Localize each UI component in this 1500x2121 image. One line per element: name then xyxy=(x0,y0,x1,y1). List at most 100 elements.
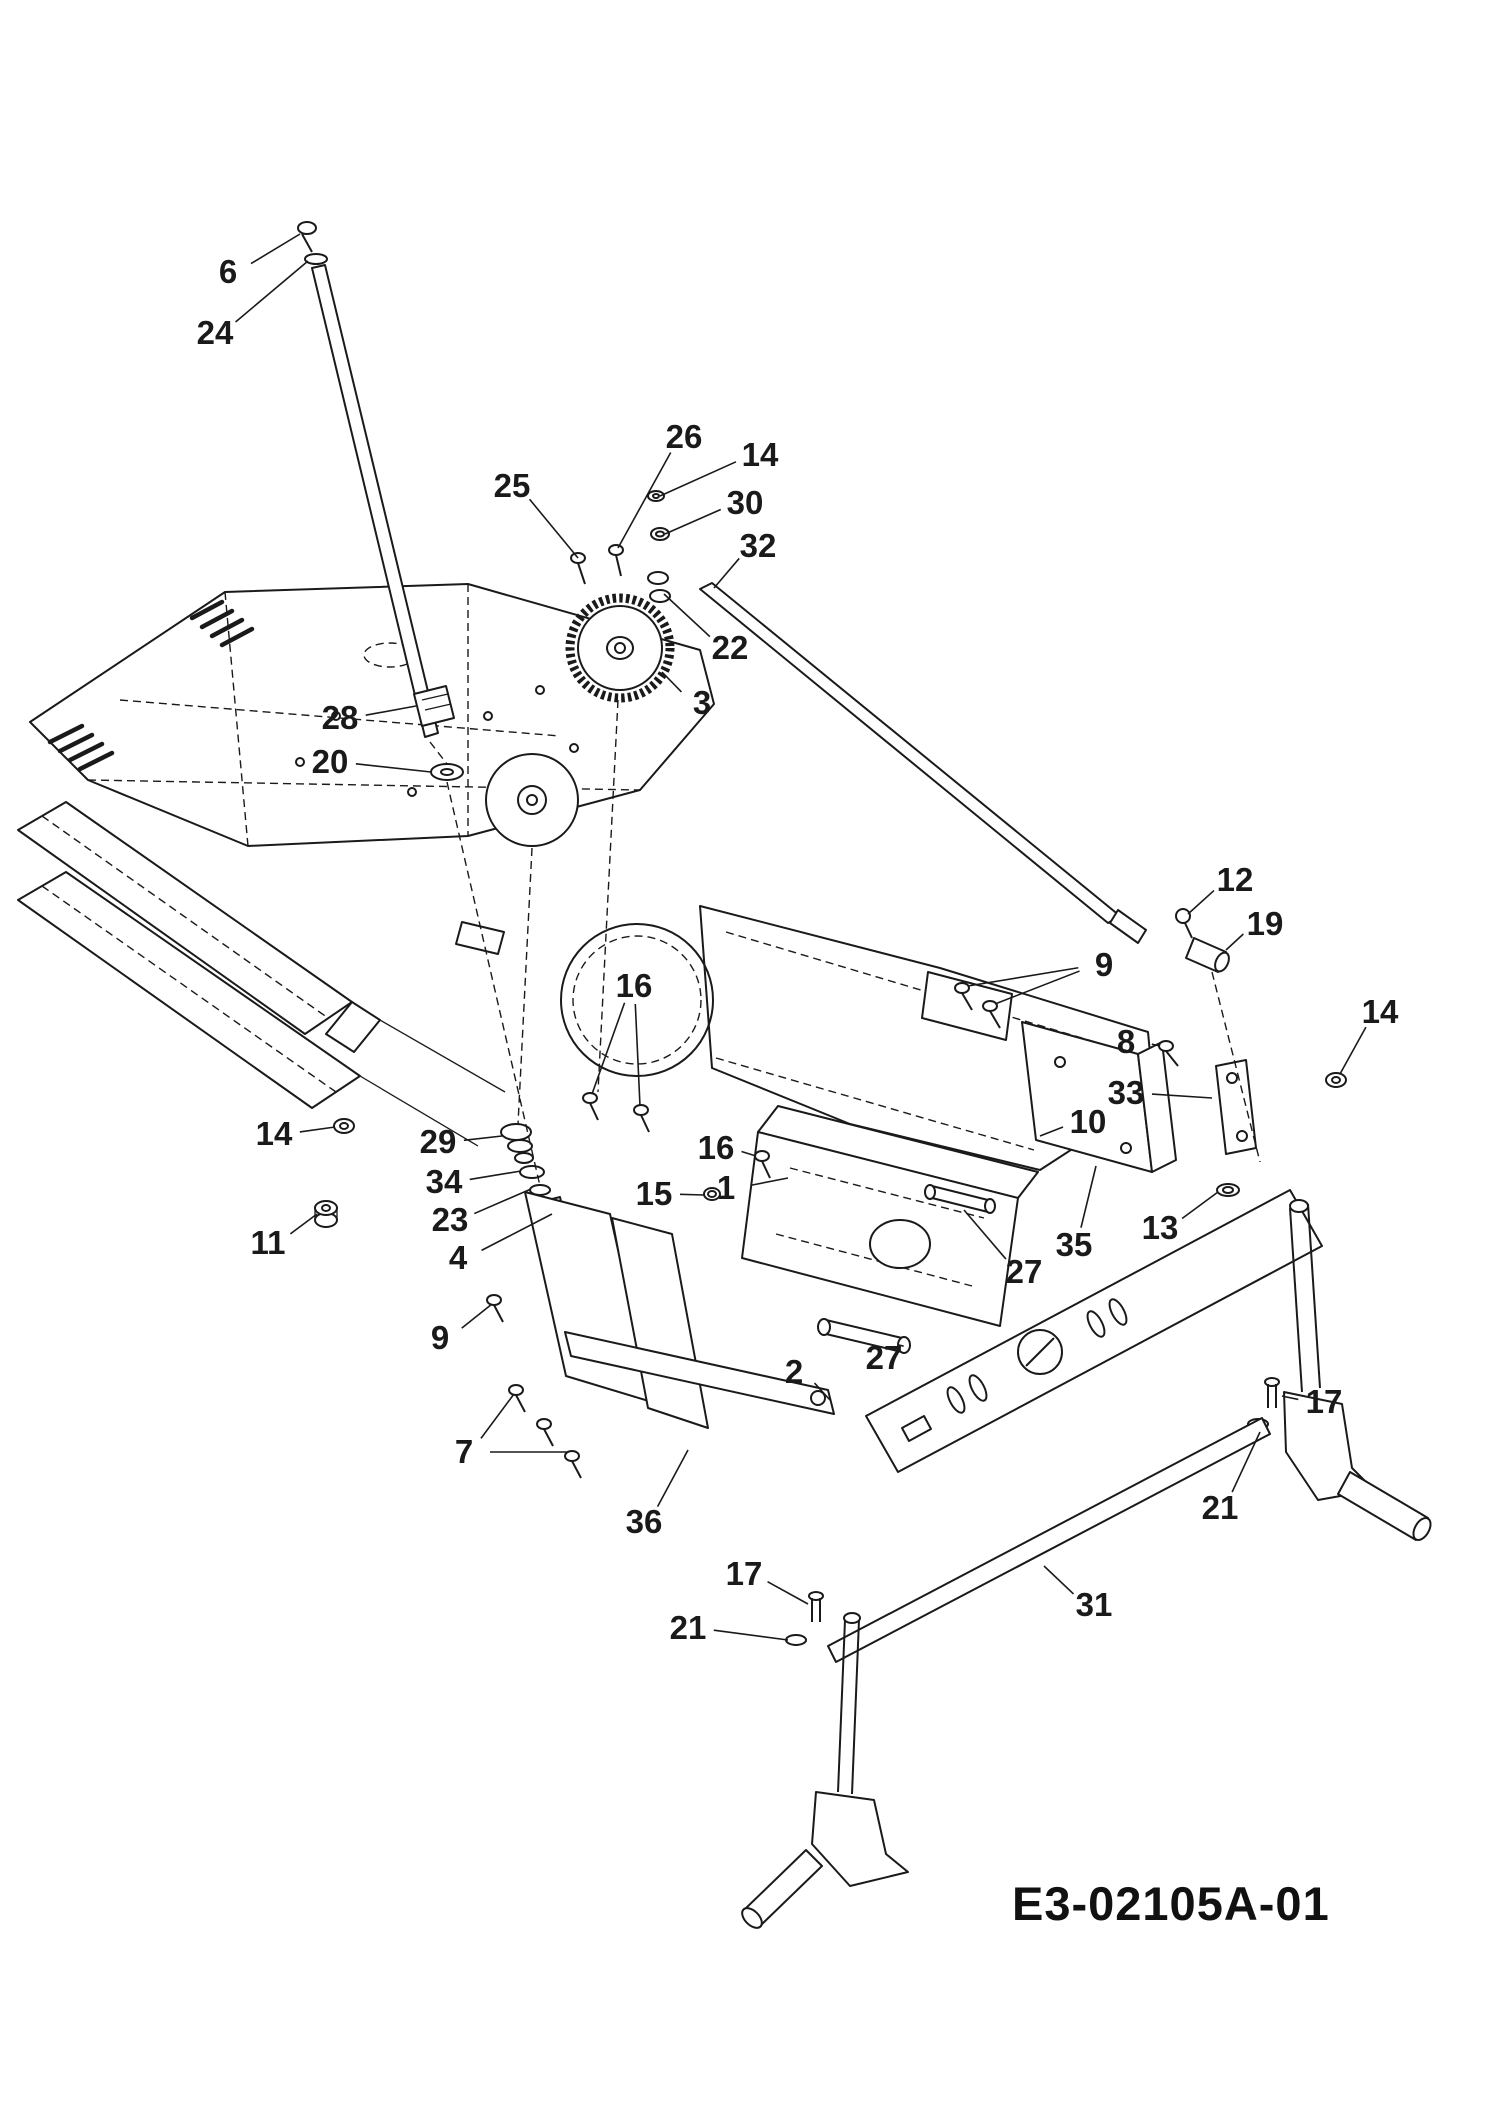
leader-line-9 xyxy=(994,970,1080,1005)
leader-line-3 xyxy=(661,671,683,693)
washer-34 xyxy=(519,1165,545,1179)
callout-14: 14 xyxy=(742,436,779,473)
bolt-7b xyxy=(536,1418,552,1430)
leader-line-8 xyxy=(1151,1043,1161,1047)
callout-13: 13 xyxy=(1142,1209,1179,1246)
callout-14: 14 xyxy=(256,1115,293,1152)
bolt-16b xyxy=(633,1104,649,1116)
callout-16: 16 xyxy=(698,1129,735,1166)
leader-line-13 xyxy=(1181,1191,1219,1220)
callout-3: 3 xyxy=(693,684,711,721)
bolt-9a xyxy=(954,982,970,994)
leader-line-32 xyxy=(713,557,740,589)
construction-lines xyxy=(429,699,1261,1187)
callout-12: 12 xyxy=(1217,861,1254,898)
diagram-id: E3-02105A-01 xyxy=(1012,1877,1330,1930)
callout-1: 1 xyxy=(717,1169,735,1206)
callout-35: 35 xyxy=(1056,1226,1093,1263)
washer-14-top xyxy=(647,490,665,502)
callout-29: 29 xyxy=(420,1123,457,1160)
callout-30: 30 xyxy=(727,484,764,521)
leader-line-19 xyxy=(1225,933,1244,951)
housing-hole xyxy=(869,1219,931,1269)
leader-line-20 xyxy=(355,762,432,773)
leader-line-17 xyxy=(1281,1395,1299,1401)
bolt-7a xyxy=(508,1384,524,1396)
leader-line-10 xyxy=(1039,1126,1064,1137)
leader-line-17 xyxy=(767,1580,809,1605)
callout-36: 36 xyxy=(626,1503,663,1540)
deck-frame-group xyxy=(17,583,1155,1171)
callout-7: 7 xyxy=(455,1433,473,1470)
callout-25: 25 xyxy=(494,467,531,504)
washer-21-bottom xyxy=(785,1634,807,1646)
leader-line-36 xyxy=(656,1449,689,1508)
leader-line-11 xyxy=(289,1213,318,1235)
callout-32: 32 xyxy=(740,527,777,564)
callout-9: 9 xyxy=(431,1319,449,1356)
leader-line-30 xyxy=(664,508,722,535)
steering-arm-33 xyxy=(1215,1059,1257,1155)
ball-stud-12 xyxy=(1175,908,1191,924)
bolt-6 xyxy=(297,221,317,235)
leader-line-15 xyxy=(679,1193,705,1196)
leader-line-9 xyxy=(461,1303,493,1329)
leader-line-14 xyxy=(299,1126,336,1133)
callout-10: 10 xyxy=(1070,1103,1107,1140)
pin-27-lower xyxy=(817,1318,831,1336)
pulley xyxy=(485,753,579,847)
washer-20 xyxy=(430,763,464,781)
bolt-8 xyxy=(1158,1040,1174,1052)
nut-15 xyxy=(703,1187,721,1201)
callout-19: 19 xyxy=(1247,905,1284,942)
leader-line-16 xyxy=(741,1150,757,1157)
leader-line-6 xyxy=(250,233,301,265)
callout-20: 20 xyxy=(312,743,349,780)
deck-outline xyxy=(29,583,715,847)
callout-6: 6 xyxy=(219,253,237,290)
drag-link-32 xyxy=(699,582,1121,924)
callout-17: 17 xyxy=(726,1555,763,1592)
steering-column-group xyxy=(297,221,464,781)
callout-28: 28 xyxy=(322,699,359,736)
vent-slots xyxy=(47,599,255,772)
pin-27-upper xyxy=(924,1184,936,1200)
leader-line-21 xyxy=(713,1629,789,1641)
front-axle-group xyxy=(741,1189,1432,1929)
leader-line-24 xyxy=(235,260,309,323)
callout-15: 15 xyxy=(636,1175,673,1212)
leader-line-28 xyxy=(365,705,417,716)
deck-opening xyxy=(560,923,714,1077)
bolt-9c xyxy=(486,1294,502,1306)
callout-21: 21 xyxy=(1202,1489,1239,1526)
spindle-bottom xyxy=(811,1791,909,1887)
callout-9: 9 xyxy=(1095,946,1113,983)
nut-14-right xyxy=(1325,1072,1347,1088)
callout-23: 23 xyxy=(432,1201,469,1238)
leader-line-29 xyxy=(463,1135,503,1142)
washer-24 xyxy=(304,253,328,265)
washer-22b xyxy=(649,589,671,603)
bolt-9b xyxy=(982,1000,998,1012)
callout-17: 17 xyxy=(1306,1383,1343,1420)
bolt-16a xyxy=(582,1092,598,1104)
leader-line-9 xyxy=(967,966,1079,987)
leader-line-27 xyxy=(963,1209,1007,1260)
leader-line-22 xyxy=(663,593,711,638)
leader-line-7 xyxy=(480,1393,515,1439)
leader-line-21 xyxy=(1231,1431,1261,1493)
leader-line-4 xyxy=(481,1213,553,1252)
leader-line-33 xyxy=(1151,1093,1213,1099)
coupler-28 xyxy=(413,685,455,727)
callout-22: 22 xyxy=(712,629,749,666)
leader-line-14 xyxy=(659,461,737,497)
angle-bracket xyxy=(921,971,1013,1041)
bolt-26 xyxy=(608,544,624,556)
gear-teeth xyxy=(565,593,675,703)
washer-13 xyxy=(1216,1183,1240,1197)
support-bracket-10 xyxy=(1137,1041,1177,1173)
leader-line-27 xyxy=(898,1344,904,1347)
callout-31: 31 xyxy=(1076,1586,1113,1623)
